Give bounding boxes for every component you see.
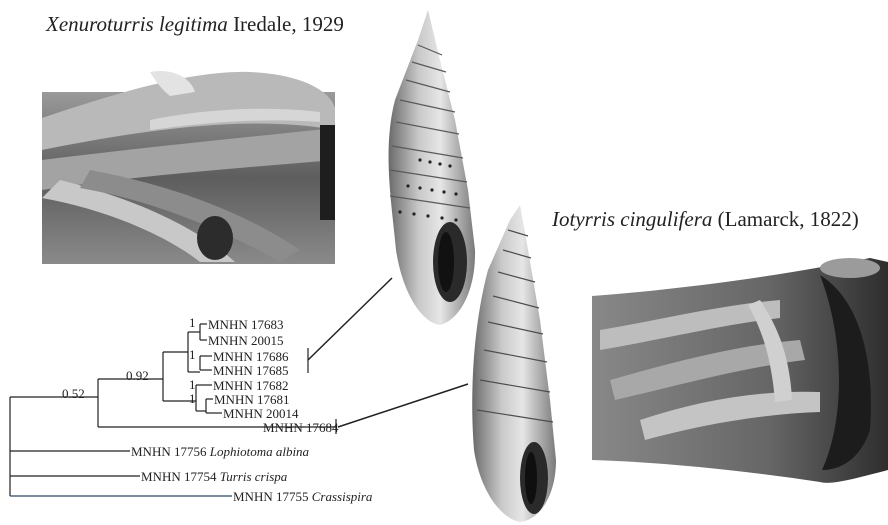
leaf-label: MNHN 17686 xyxy=(213,349,289,364)
leaf-label: MNHN 17685 xyxy=(213,363,288,378)
shell-xenuroturris xyxy=(389,10,475,325)
leaf-label: MNHN 17684 xyxy=(263,420,339,435)
support-092: 0.92 xyxy=(126,368,149,383)
connector-xenuroturris xyxy=(308,278,392,360)
support-b2: 1 xyxy=(189,391,196,406)
leaf-label-lophiotoma: MNHN 17756 Lophiotoma albina xyxy=(131,444,310,459)
sem-image-iotyrris xyxy=(592,258,888,483)
leaf-label: MNHN 17681 xyxy=(214,392,289,407)
leaf-label: MNHN 20015 xyxy=(208,333,283,348)
shell-iotyrris xyxy=(472,205,556,522)
sem-image-xenuroturris xyxy=(42,71,335,264)
leaf-label-crassispira: MNHN 17755 Crassispira xyxy=(233,489,373,504)
support-052: 0.52 xyxy=(62,386,85,401)
leaf-label-turris: MNHN 17754 Turris crispa xyxy=(141,469,288,484)
support-a1: 1 xyxy=(189,315,196,330)
leaf-label: MNHN 20014 xyxy=(223,406,299,421)
leaf-label: MNHN 17683 xyxy=(208,317,283,332)
support-b1: 1 xyxy=(189,377,196,392)
leaf-label: MNHN 17682 xyxy=(213,378,288,393)
connector-iotyrris xyxy=(338,384,468,427)
support-a2: 1 xyxy=(189,347,196,362)
